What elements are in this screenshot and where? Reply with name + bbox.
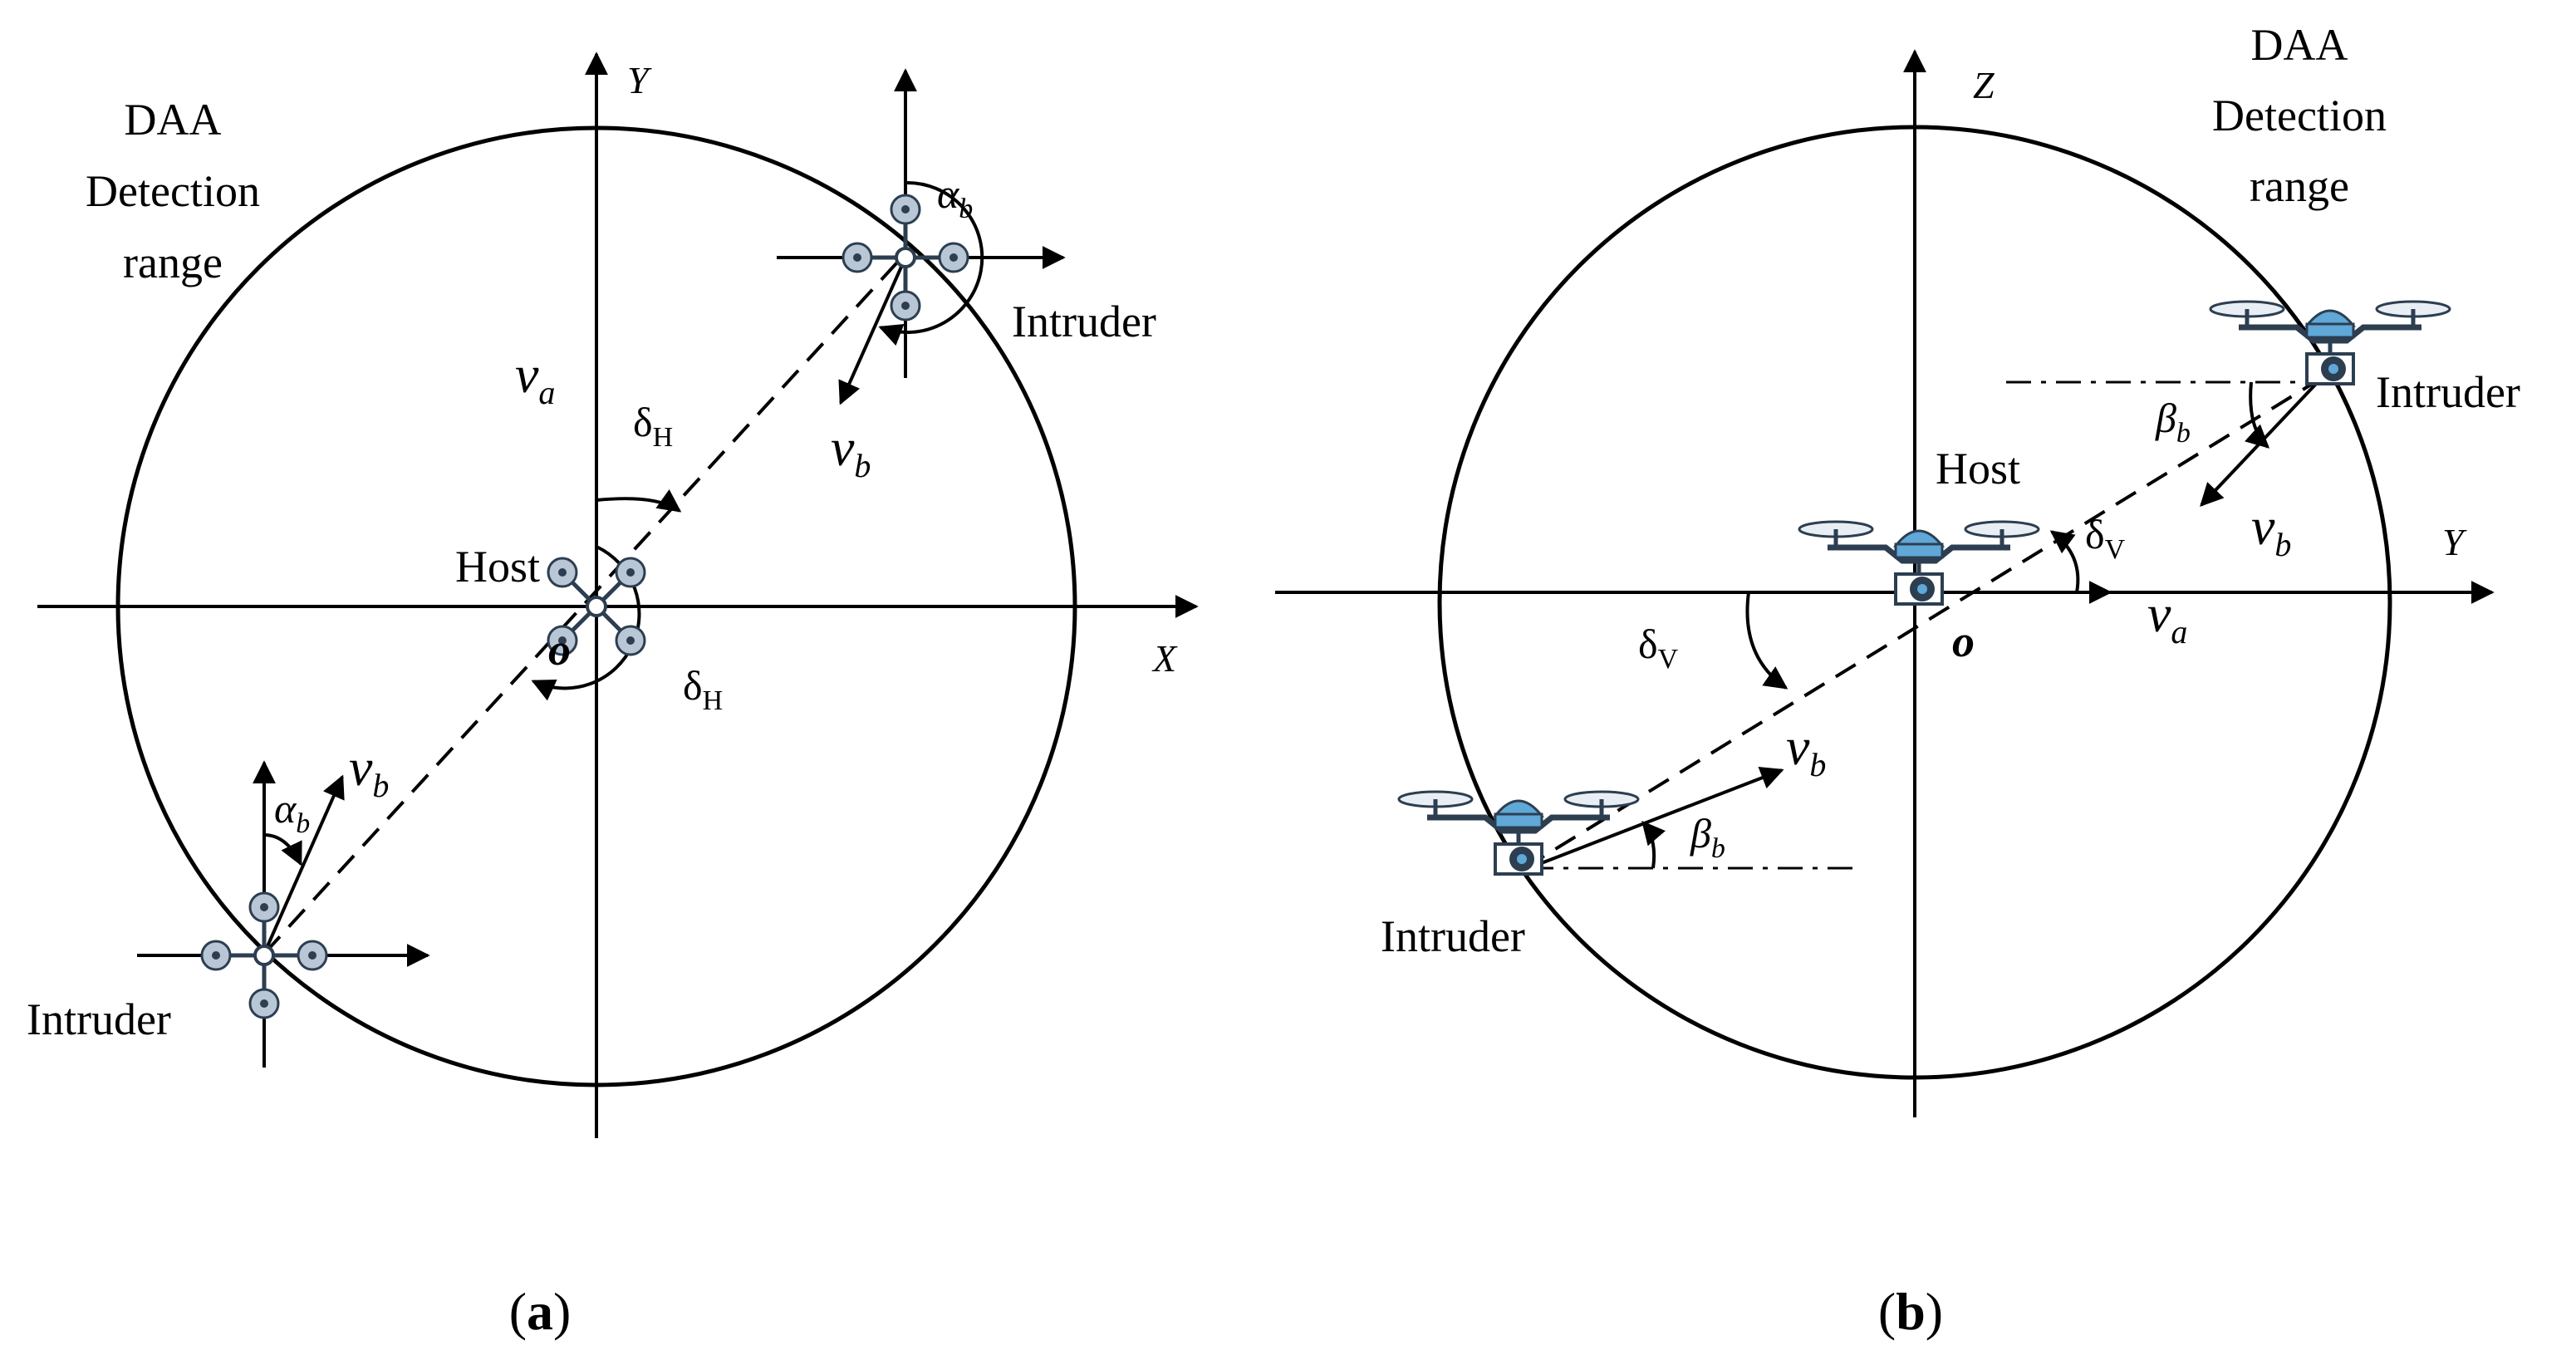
host-label: Host bbox=[455, 542, 540, 592]
delta-h-arc-top bbox=[596, 488, 682, 513]
alpha-b-label-bottom: αb bbox=[274, 785, 310, 839]
caption-a: (a) bbox=[509, 1282, 572, 1341]
v-b-arrow-bottom bbox=[263, 774, 345, 955]
origin-label-b: o bbox=[1952, 616, 1975, 666]
intruder-drone-bottom-icon-b bbox=[1399, 792, 1638, 874]
delta-v-arc-top bbox=[2049, 530, 2080, 593]
beta-b-label-top: βb bbox=[2155, 395, 2191, 449]
y-axis-label-b: Y bbox=[2442, 521, 2467, 563]
range-label-b-line-2: Detection bbox=[2212, 91, 2387, 140]
beta-b-arc-bottom bbox=[1641, 820, 1666, 869]
delta-v-arc-bottom bbox=[1745, 592, 1788, 690]
intruder-top-label-b: Intruder bbox=[2376, 367, 2520, 417]
v-b-label-top-b: vb bbox=[2251, 497, 2291, 563]
line-of-sight bbox=[263, 252, 907, 955]
panel-a: DAA Detection range Y X o Host Intruder … bbox=[27, 52, 1199, 1341]
alpha-b-arc-bottom bbox=[263, 833, 302, 866]
v-b-label-bottom: vb bbox=[349, 738, 389, 804]
line-of-sight-b bbox=[1523, 379, 2319, 870]
intruder-drone-bottom-icon bbox=[202, 893, 326, 1018]
alpha-b-arc-top bbox=[878, 180, 984, 346]
range-label-line-1: DAA bbox=[125, 95, 222, 145]
v-b-arrow-top-b bbox=[2200, 380, 2319, 508]
range-label-line-3: range bbox=[123, 238, 223, 287]
x-axis-label: X bbox=[1151, 637, 1178, 680]
v-b-label-top: vb bbox=[831, 418, 871, 484]
v-b-arrow-top bbox=[838, 257, 907, 405]
panel-b: DAA Detection range Z Y o Host Intruder … bbox=[1275, 20, 2520, 1341]
alpha-b-label-top: αb bbox=[937, 170, 973, 224]
v-a-label-b: va bbox=[2147, 584, 2187, 650]
beta-b-arc-top bbox=[2244, 381, 2270, 449]
host-label-b: Host bbox=[1936, 444, 2020, 493]
z-axis-label: Z bbox=[1973, 64, 1995, 106]
delta-h-label-bottom: δH bbox=[683, 662, 723, 716]
v-a-label: va bbox=[515, 345, 555, 411]
intruder-bottom-label: Intruder bbox=[27, 994, 171, 1044]
beta-b-label-bottom: βb bbox=[1690, 810, 1725, 864]
y-axis-label: Y bbox=[627, 59, 652, 101]
delta-h-label-top: δH bbox=[633, 399, 673, 453]
v-b-label-bottom-b: vb bbox=[1786, 717, 1826, 783]
caption-b: (b) bbox=[1878, 1282, 1943, 1341]
range-label-line-2: Detection bbox=[86, 166, 260, 216]
origin-label: o bbox=[548, 625, 571, 675]
delta-v-label-bottom: δV bbox=[1638, 621, 1679, 675]
intruder-top-label: Intruder bbox=[1012, 297, 1156, 346]
v-b-arrow-bottom-b bbox=[1528, 767, 1784, 870]
range-label-b-line-3: range bbox=[2250, 161, 2349, 211]
range-label-b-line-1: DAA bbox=[2251, 20, 2348, 70]
intruder-bottom-label-b: Intruder bbox=[1381, 911, 1525, 961]
delta-v-label-top: δV bbox=[2085, 511, 2126, 565]
